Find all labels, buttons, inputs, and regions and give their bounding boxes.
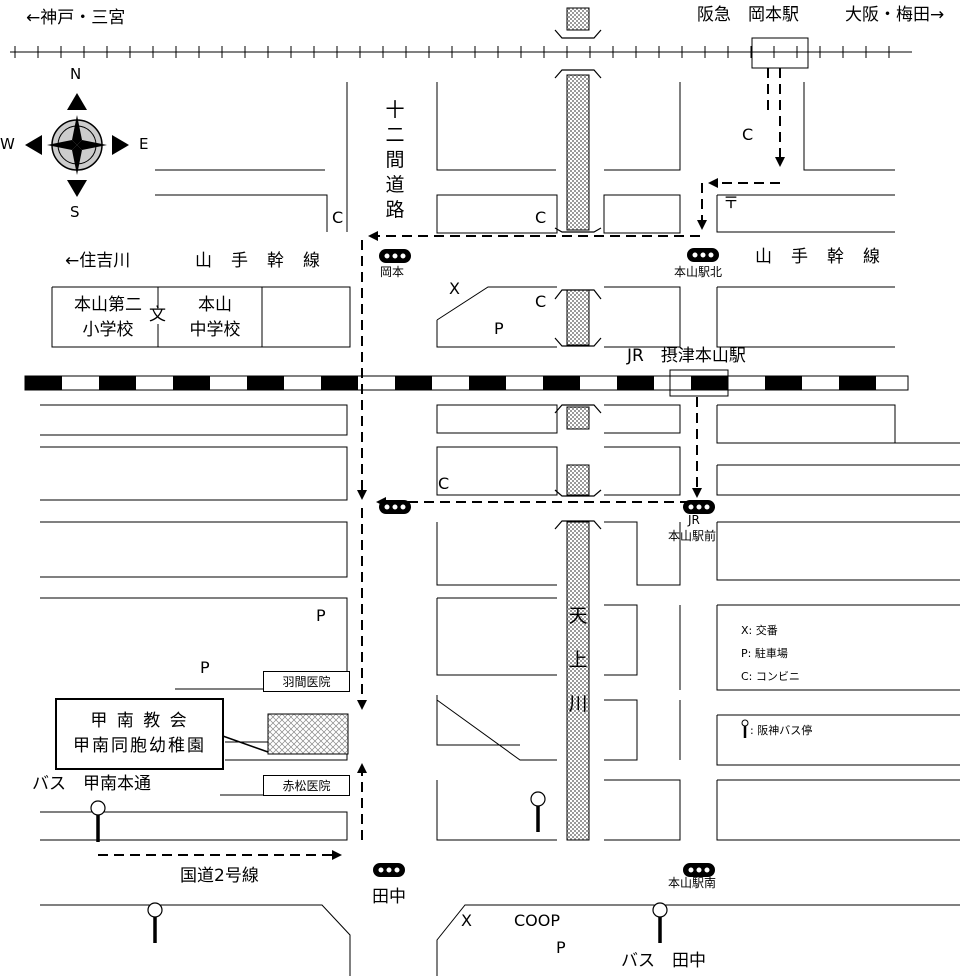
signal-jr-mae bbox=[683, 500, 715, 514]
parking-marker: P bbox=[494, 319, 504, 338]
motoyama-junior-high: 本山中学校 bbox=[189, 295, 241, 340]
tenjo-river-label: 天上川 bbox=[568, 605, 588, 715]
motoyama-daini-elementary: 本山第二小学校 bbox=[74, 295, 142, 340]
signal-motoyama-ekimae-label: 本山駅前 bbox=[668, 529, 717, 543]
convenience-store-marker: C bbox=[742, 125, 754, 144]
hazama-clinic-label: 羽間医院 bbox=[263, 671, 350, 692]
convenience-store-marker: C bbox=[438, 474, 450, 493]
to-kobe-label: ←神戸・三宮 bbox=[26, 8, 126, 28]
jr-settsu-motoyama-station-label: JR 摂津本山駅 bbox=[627, 346, 746, 366]
jr-rail-segment bbox=[543, 376, 580, 390]
akamatsu-clinic-label: 赤松医院 bbox=[263, 775, 350, 796]
jr-railway bbox=[24, 369, 909, 397]
legend-hanshin-bus-stop: : 阪神バス停 bbox=[750, 724, 813, 737]
parking-marker: P bbox=[316, 606, 326, 625]
bus-stop-tanaka bbox=[652, 902, 668, 943]
jr-rail-segment bbox=[25, 376, 62, 390]
jr-rail-segment bbox=[617, 376, 654, 390]
convenience-store-marker: C bbox=[332, 208, 344, 227]
convenience-store-marker: C bbox=[535, 208, 547, 227]
signal-motoyama-minami-label: 本山駅南 bbox=[668, 876, 717, 890]
jr-rail-segment bbox=[765, 376, 802, 390]
juunikendo-road-label: 十二間道路 bbox=[385, 99, 405, 221]
bus-stop-south-west bbox=[147, 902, 163, 943]
legend-parking: P: 駐車場 bbox=[741, 647, 788, 660]
walking-route bbox=[98, 68, 785, 860]
compass-north: N bbox=[70, 65, 82, 83]
sumiyoshi-river-label: ←住吉川 bbox=[65, 251, 131, 271]
kindergarten-name: 甲南同胞幼稚園 bbox=[73, 736, 206, 756]
jr-rail-segment bbox=[99, 376, 136, 390]
church-name: 甲 南 教 会 bbox=[90, 711, 189, 731]
police-box-marker: X bbox=[461, 911, 472, 930]
signal-tanaka bbox=[373, 863, 405, 877]
signal-tanaka-label: 田中 bbox=[372, 887, 406, 907]
jr-rail-segment bbox=[839, 376, 876, 390]
coop-store-label: COOP bbox=[514, 911, 561, 930]
hankyu-railway bbox=[10, 37, 912, 69]
post-office-marker: 〒 bbox=[723, 193, 740, 212]
jr-rail-segment bbox=[395, 376, 432, 390]
signal-jr-label: JR bbox=[688, 513, 700, 527]
jr-rail-segment bbox=[247, 376, 284, 390]
church-site bbox=[267, 713, 349, 755]
signal-okamoto bbox=[379, 249, 411, 263]
compass-rose bbox=[25, 93, 129, 197]
legend-police-box: X: 交番 bbox=[741, 624, 778, 637]
yamate-kansen-east-label: 山 手 幹 線 bbox=[755, 247, 881, 267]
convenience-store-marker: C bbox=[535, 292, 547, 311]
church-pointer bbox=[219, 734, 269, 753]
school-symbol: 文 bbox=[149, 305, 166, 325]
route-2-label: 国道2号線 bbox=[180, 866, 259, 886]
bus-stop-river bbox=[530, 791, 546, 832]
parking-marker: P bbox=[200, 658, 210, 677]
signal-motoyama-kita bbox=[687, 248, 719, 262]
bus-stop-tanaka-label: バス 田中 bbox=[621, 951, 706, 971]
road-blocks bbox=[40, 82, 960, 976]
signal-motoyama-kita-label: 本山駅北 bbox=[674, 265, 723, 279]
traffic-signals bbox=[373, 248, 719, 877]
hankyu-okamoto-station-label: 阪急 岡本駅 bbox=[697, 5, 799, 25]
parking-marker: P bbox=[556, 938, 566, 957]
police-box-marker: X bbox=[449, 279, 460, 298]
compass-east: E bbox=[139, 135, 149, 153]
legend-convenience-store: C: コンビニ bbox=[741, 670, 800, 683]
konan-church-label: 甲 南 教 会 甲南同胞幼稚園 bbox=[55, 698, 224, 770]
signal-motoyama-minami bbox=[683, 863, 715, 877]
to-osaka-label: 大阪・梅田→ bbox=[845, 5, 945, 25]
yamate-kansen-west-label: 山 手 幹 線 bbox=[195, 251, 321, 271]
jr-rail-segment bbox=[691, 376, 728, 390]
compass-west: W bbox=[0, 135, 15, 153]
jr-rail-segment bbox=[173, 376, 210, 390]
bus-stops bbox=[90, 719, 749, 943]
jr-rail-segment bbox=[469, 376, 506, 390]
bus-stop-konan-hondori-label: バス 甲南本通 bbox=[32, 774, 151, 794]
legend-bus-icon bbox=[741, 719, 749, 738]
tenjo-river bbox=[554, 7, 602, 841]
signal-mid bbox=[379, 500, 411, 514]
compass-south: S bbox=[70, 203, 80, 221]
bus-stop-konan bbox=[90, 800, 106, 842]
jr-rail-segment bbox=[321, 376, 358, 390]
signal-okamoto-label: 岡本 bbox=[380, 265, 405, 279]
